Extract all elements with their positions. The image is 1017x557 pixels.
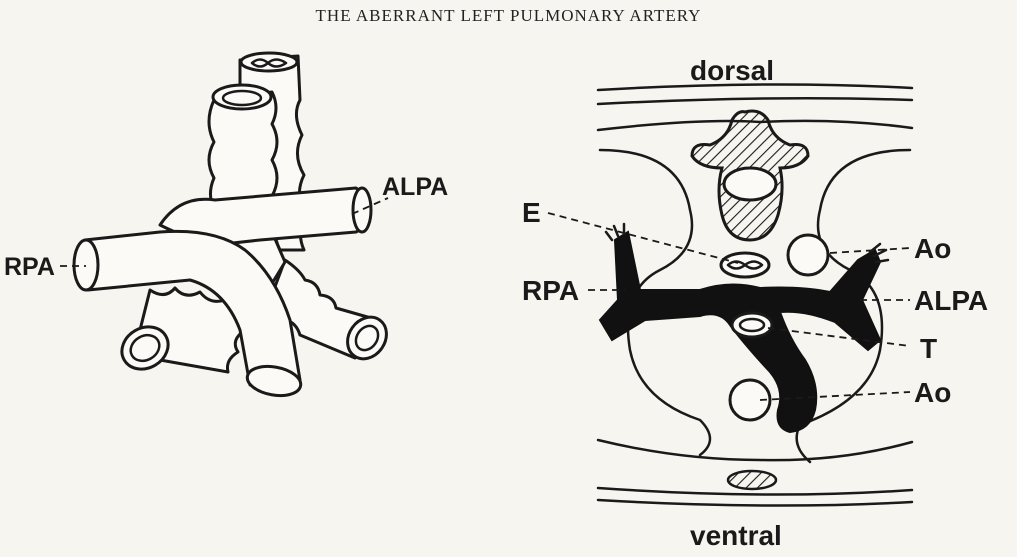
dorsal-line-1 bbox=[596, 83, 914, 92]
ventral-line-3 bbox=[596, 438, 914, 462]
ventral-line-1 bbox=[596, 486, 914, 496]
label-ao-top: Ao bbox=[914, 233, 951, 264]
label-rpa-left: RPA bbox=[4, 253, 55, 281]
label-ao-bottom: Ao bbox=[914, 377, 951, 408]
sternum bbox=[726, 469, 778, 491]
label-alpa-right: ALPA bbox=[914, 285, 988, 316]
left-diagram: RPA ALPA bbox=[4, 51, 448, 398]
figure-title: THE ABERRANT LEFT PULMONARY ARTERY bbox=[315, 6, 702, 25]
esophagus-lumen bbox=[250, 58, 288, 68]
label-rpa-right: RPA bbox=[522, 275, 579, 306]
dorsal-line-2 bbox=[596, 96, 914, 106]
label-t: T bbox=[920, 333, 937, 364]
trachea bbox=[730, 311, 774, 339]
label-alpa-left: ALPA bbox=[382, 173, 448, 201]
descending-aorta bbox=[786, 233, 830, 277]
label-dorsal: dorsal bbox=[690, 55, 774, 86]
rpa-opening bbox=[72, 238, 100, 292]
rpa-branch-opening bbox=[245, 364, 303, 398]
alpa-opening bbox=[351, 186, 373, 234]
ventral-line-2 bbox=[596, 498, 914, 507]
left-lower-bronchus-opening bbox=[346, 315, 388, 361]
label-ventral: ventral bbox=[690, 520, 782, 551]
ascending-aorta bbox=[728, 378, 772, 422]
right-diagram: dorsal ventral E RPA Ao ALPA T Ao bbox=[522, 55, 988, 551]
spinal-canal bbox=[722, 166, 778, 202]
label-e: E bbox=[522, 197, 541, 228]
